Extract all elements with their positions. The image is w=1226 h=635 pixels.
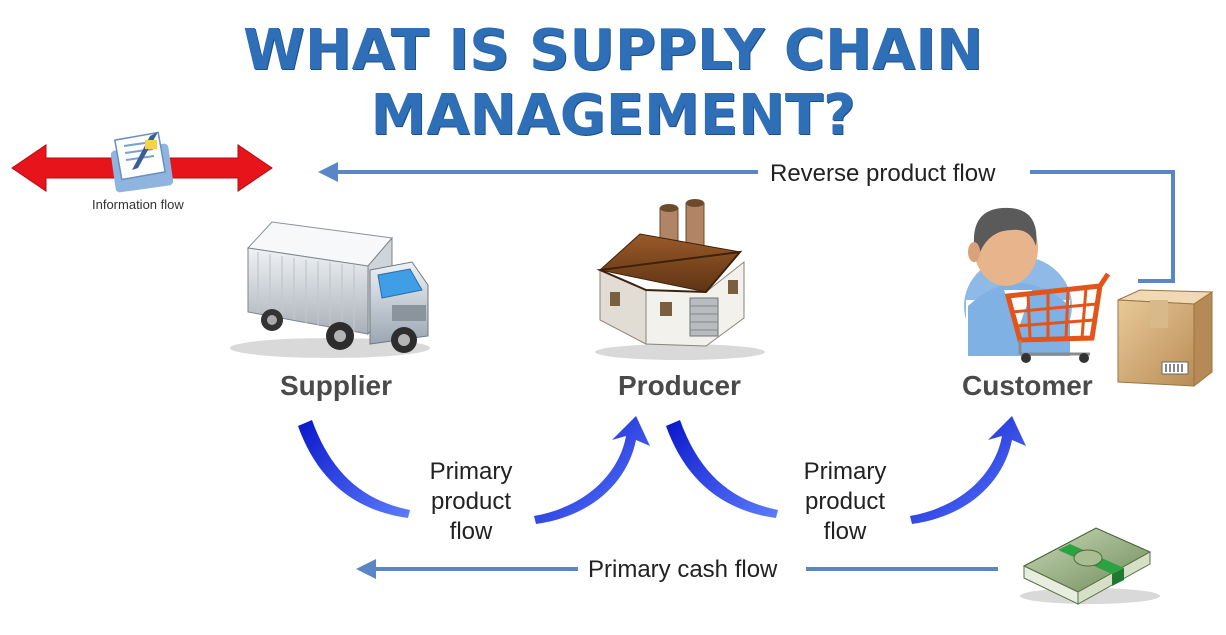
primary-flow-curve-2 (534, 416, 650, 524)
truck-icon (230, 221, 430, 358)
flow-line: flow (449, 518, 493, 545)
box-icon (1117, 289, 1214, 388)
primary-flow-curve-1 (298, 420, 410, 518)
primary-flow-curve-3 (666, 420, 778, 518)
primary-flow-curve-4 (910, 416, 1026, 524)
cash-flow-label: Primary cash flow (582, 556, 784, 584)
supplier-label: Supplier (280, 370, 393, 401)
flow-line: Primary (429, 458, 513, 485)
reverse-flow-line (330, 170, 1175, 283)
flow-line: product (804, 488, 886, 515)
money-icon (1020, 527, 1160, 605)
reverse-flow-label: Reverse product flow (764, 160, 1002, 188)
flow-line: Primary (803, 458, 887, 485)
customer-icon (964, 207, 1111, 363)
customer-label: Customer (962, 370, 1093, 401)
information-flow-label: Information flow (92, 197, 184, 212)
cash-flow-arrowhead (356, 559, 376, 579)
producer-label: Producer (618, 370, 741, 401)
primary-product-flow-label-2: Primary product flow (780, 457, 910, 547)
document-icon (110, 131, 174, 193)
reverse-flow-arrowhead (318, 162, 338, 182)
flow-line: flow (823, 518, 867, 545)
flow-line: product (430, 488, 512, 515)
factory-icon (595, 199, 765, 360)
page-title: WHAT IS SUPPLY CHAIN MANAGEMENT? (243, 18, 983, 148)
primary-product-flow-label-1: Primary product flow (406, 457, 536, 547)
